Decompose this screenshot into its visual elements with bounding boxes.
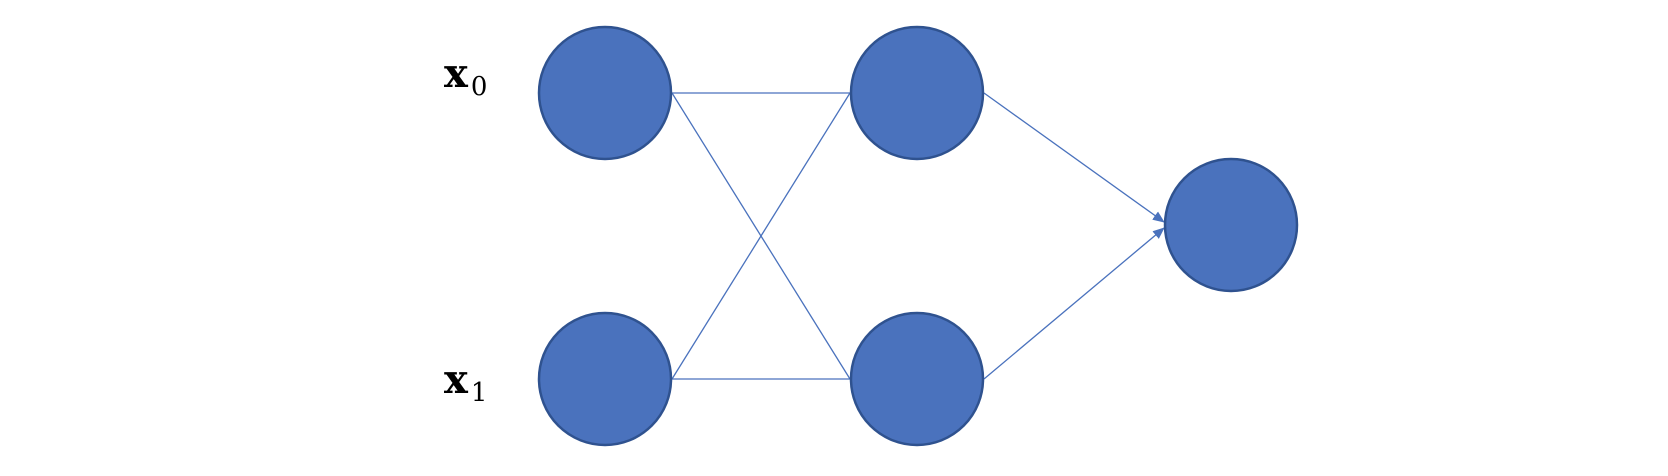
- arrow-hidden0-output: [983, 92, 1165, 223]
- arrow-hidden1-output: [983, 227, 1165, 380]
- input-node-1: [537, 311, 673, 447]
- output-node: [1163, 157, 1299, 293]
- hidden-node-0: [849, 25, 985, 161]
- hidden-node-1: [849, 311, 985, 447]
- input-node-0: [537, 25, 673, 161]
- edge-input1-hidden0: [671, 92, 851, 380]
